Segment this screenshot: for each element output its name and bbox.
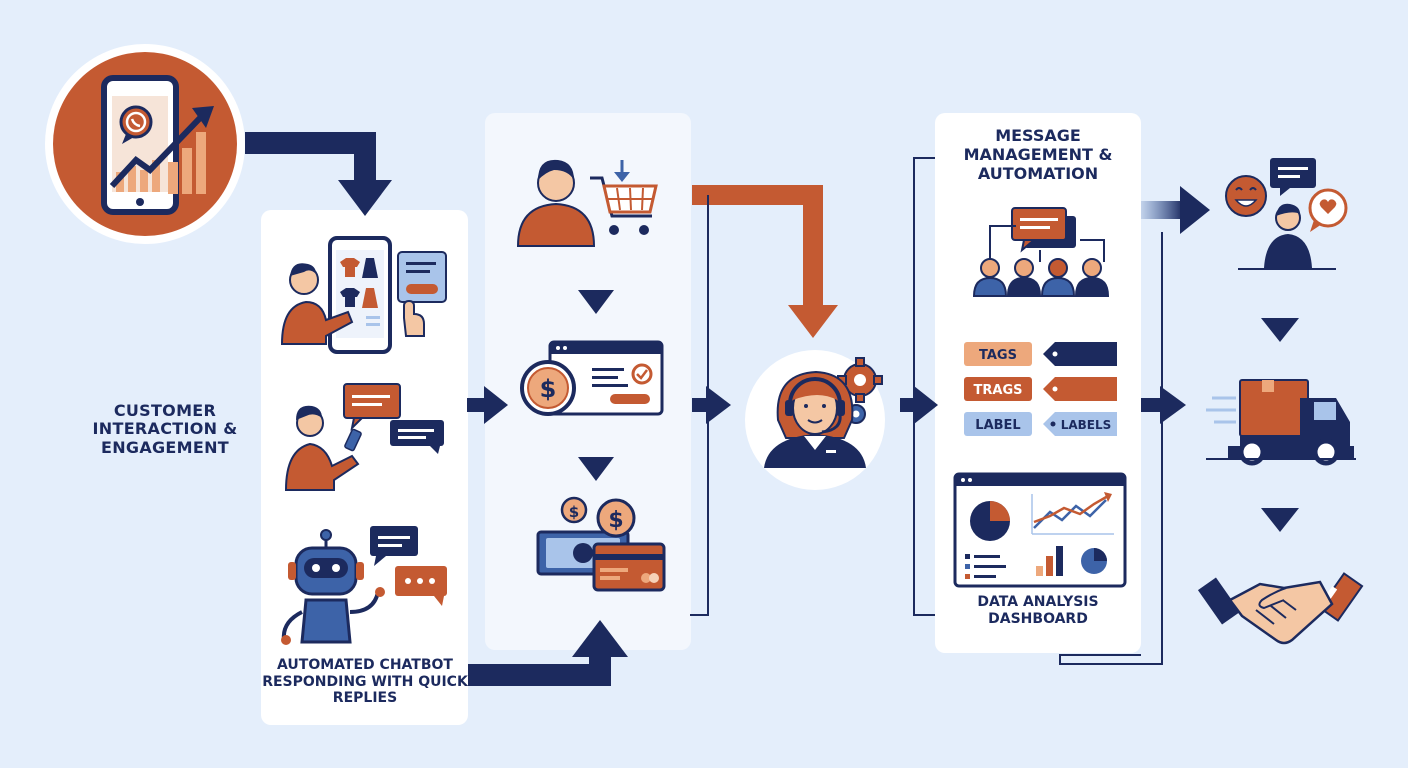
analytics-dashboard-icon xyxy=(953,472,1127,588)
connector-line xyxy=(690,195,709,616)
chat-message-icon xyxy=(284,383,444,491)
arrow-right xyxy=(900,386,938,424)
support-agent-icon xyxy=(745,350,885,490)
tag-flag xyxy=(1043,342,1117,366)
connector-line xyxy=(1059,232,1163,665)
team-messaging-icon xyxy=(972,207,1110,297)
tag-flag: LABELS xyxy=(1043,412,1117,436)
tag-pill: TAGS xyxy=(964,342,1032,366)
arrow-right xyxy=(1141,386,1186,424)
arrow-down xyxy=(1261,318,1299,342)
elbow-arrow-orange xyxy=(692,185,838,338)
customer-cart-icon xyxy=(516,159,658,247)
tag-text: LABEL xyxy=(975,418,1020,433)
arrow-down xyxy=(578,457,614,481)
svg-text:$: $ xyxy=(569,503,579,521)
handshake-icon xyxy=(1197,572,1364,645)
tag-flag-text: LABELS xyxy=(1061,418,1112,432)
svg-text:$: $ xyxy=(540,375,557,403)
arrow-down xyxy=(1261,508,1299,532)
shopping-phone-icon xyxy=(280,236,447,354)
connector-line xyxy=(913,157,935,616)
arrow-right xyxy=(692,386,731,424)
whatsapp-phone-growth-icon xyxy=(45,44,245,244)
elbow-arrow-bottom xyxy=(468,620,628,686)
svg-text:$: $ xyxy=(608,508,623,533)
arrow-down xyxy=(578,290,614,314)
happy-customer-icon xyxy=(1225,158,1348,270)
arrow-right xyxy=(467,386,508,424)
delivery-truck-icon xyxy=(1206,379,1356,466)
tag-pill: LABEL xyxy=(964,412,1032,436)
tag-text: TAGS xyxy=(979,348,1017,363)
cash-card-icon: $ $ xyxy=(536,496,666,592)
chatbot-label: AUTOMATED CHATBOT RESPONDING WITH QUICK … xyxy=(262,657,468,707)
payment-invoice-icon: $ xyxy=(520,340,664,416)
arrow-right-gradient xyxy=(1141,186,1210,234)
tag-pill: TRAGS xyxy=(964,377,1032,401)
elbow-arrow-top-left xyxy=(245,132,392,216)
message-management-label: MESSAGE MANAGEMENT & AUTOMATION xyxy=(963,126,1113,184)
tag-text: TRAGS xyxy=(974,383,1023,398)
chatbot-robot-icon xyxy=(281,526,447,645)
tag-flag xyxy=(1043,377,1117,401)
customer-interaction-label: CUSTOMER INTERACTION & ENGAGEMENT xyxy=(92,401,238,457)
data-dashboard-label: DATA ANALYSIS DASHBOARD xyxy=(977,594,1099,627)
